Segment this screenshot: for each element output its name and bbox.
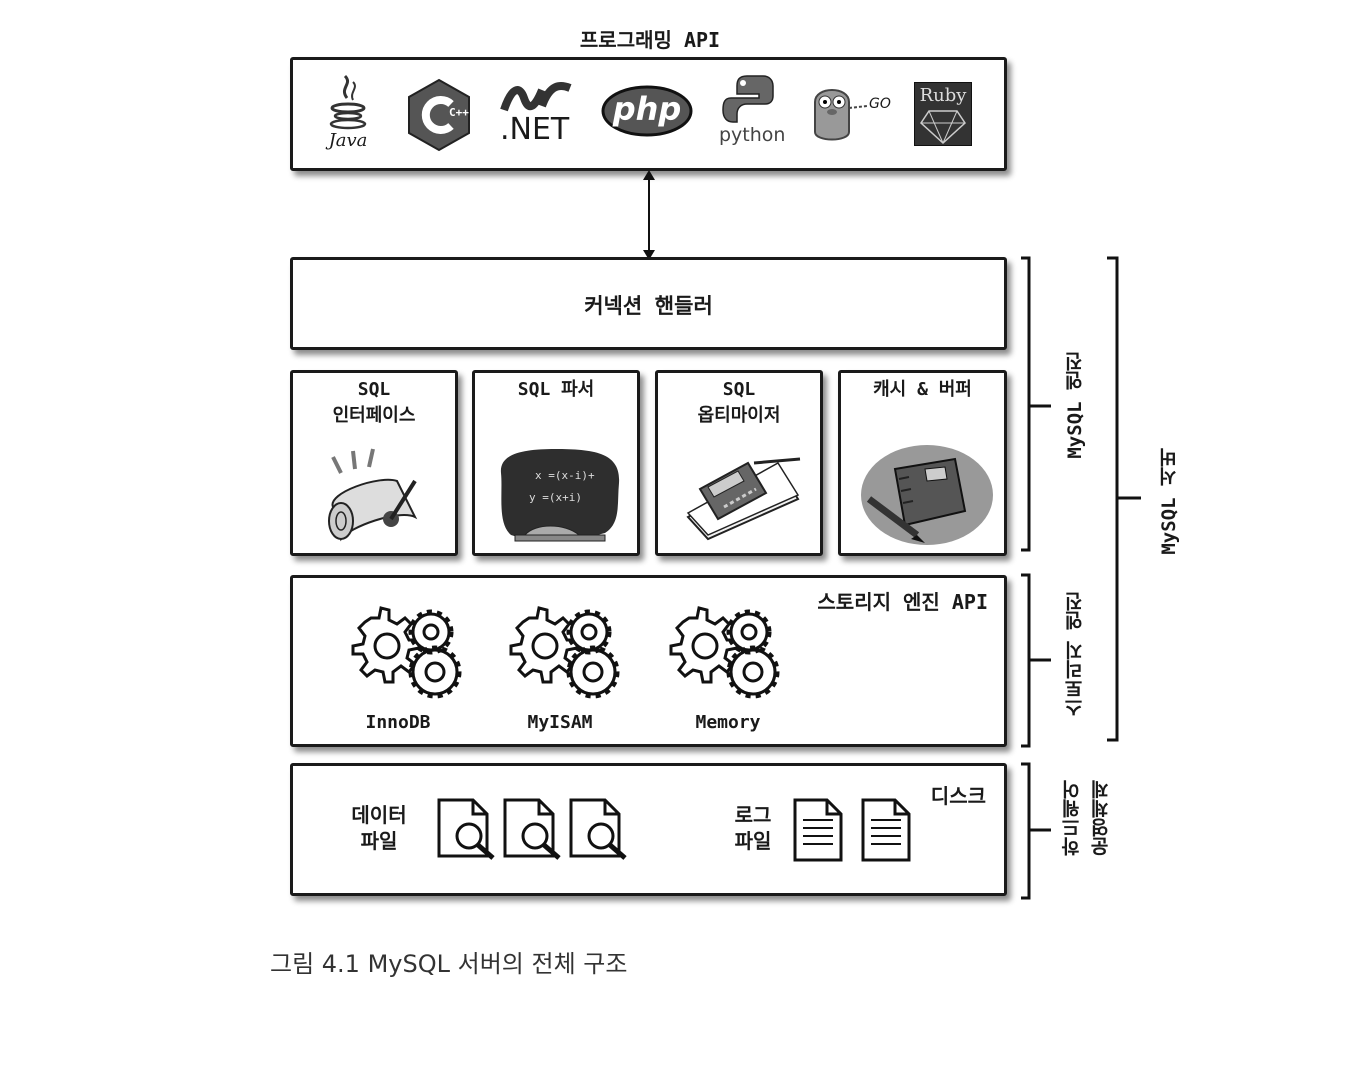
- ruby-logo-icon: Ruby: [914, 82, 972, 146]
- data-file-search-icon: [437, 798, 495, 860]
- programming-api-box: Java C++ .NET php python: [290, 57, 1007, 171]
- gears-icon: [669, 606, 780, 699]
- php-logo-icon: php: [601, 84, 693, 138]
- notebook-pencil-icon: [861, 445, 993, 545]
- dotnet-logo-icon: .NET: [498, 80, 578, 150]
- bracket-lines: [1021, 256, 1141, 900]
- svg-text:y =(x+i): y =(x+i): [529, 491, 582, 504]
- connection-handler-label: 커넥션 핸들러: [584, 294, 713, 318]
- sql-optimizer-module: SQL 옵티마이저: [655, 370, 823, 556]
- data-file-search-icon: [569, 798, 627, 860]
- mysql-engine-label: MySQL 엔진: [1064, 352, 1086, 459]
- log-file-icon: [793, 798, 843, 862]
- disk-box: 디스크 데이터 파일 로그 파일: [290, 763, 1007, 896]
- gears-icon: [351, 606, 462, 699]
- calculator-icon: [686, 457, 801, 541]
- bidirectional-arrow-icon: [643, 170, 655, 260]
- log-file-icon: [861, 798, 911, 862]
- gears-icon: [509, 606, 620, 699]
- storage-engine-box: 스토리지 엔진 API InnoDB: [290, 575, 1007, 747]
- chalkboard-icon: x =(x-i)+ y =(x+i): [500, 449, 620, 542]
- programming-api-title: 프로그래밍 API: [579, 28, 721, 52]
- sql-interface-module: SQL 인터페이스: [290, 370, 458, 556]
- log-files-label: 로그 파일: [734, 803, 772, 853]
- disk-label: 디스크: [930, 784, 986, 808]
- java-logo-icon: Java: [323, 72, 373, 152]
- connection-handler-box: 커넥션 핸들러: [290, 257, 1007, 350]
- data-file-search-icon: [503, 798, 561, 860]
- os-hardware-label: 운영체제 하드웨어: [1061, 780, 1112, 856]
- sql-parser-module: SQL 파서 x =(x-i)+ y =(x+i): [472, 370, 640, 556]
- cache-buffer-module: 캐시 & 버퍼: [838, 370, 1007, 556]
- storage-engine-label: 스토리지 엔진: [1064, 592, 1086, 718]
- mysql-server-label: MySQL 서버: [1158, 448, 1180, 555]
- figure-caption: 그림 4.1 MySQL 서버의 전체 구조: [270, 950, 628, 978]
- python-logo-icon: python: [715, 72, 785, 152]
- engine-innodb-label: InnoDB: [365, 712, 431, 733]
- scroll-icon: [328, 448, 418, 542]
- svg-text:x =(x-i)+: x =(x-i)+: [535, 469, 595, 482]
- storage-engine-api-label: 스토리지 엔진 API: [817, 590, 988, 614]
- go-gopher-icon: GO: [805, 82, 895, 152]
- engine-memory-label: Memory: [695, 712, 761, 733]
- engine-myisam-label: MyISAM: [527, 712, 593, 733]
- data-files-label: 데이터 파일: [351, 803, 407, 853]
- cpp-logo-icon: C++: [407, 78, 471, 152]
